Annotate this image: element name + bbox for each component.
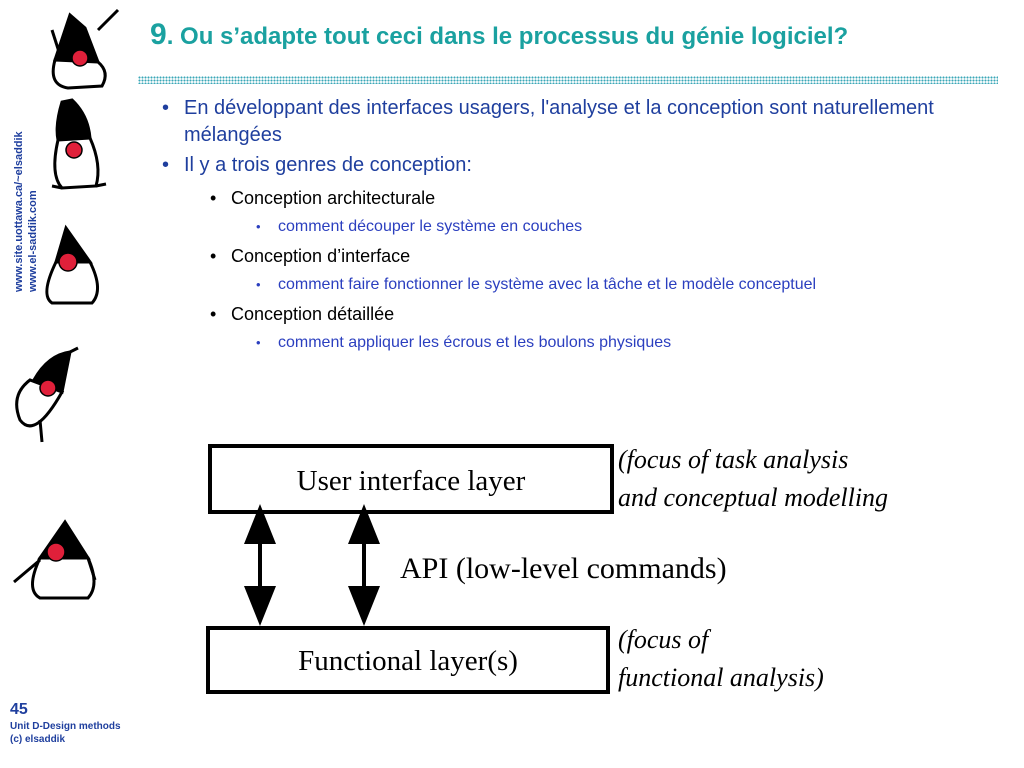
title-divider <box>138 76 998 84</box>
side-url-elsaddik: www.el-saddik.com <box>27 190 39 293</box>
side-url-block: www.site.uottawa.ca/~elsaddik www.el-sad… <box>8 80 52 300</box>
mascot-2-icon <box>51 98 107 190</box>
page-number: 45 <box>10 701 28 718</box>
top-note-line-2: and conceptual modelling <box>618 483 888 512</box>
functional-layer-label: Functional layer(s) <box>298 645 518 677</box>
footer-unit: Unit D-Design methods <box>10 721 121 732</box>
functional-layer-box <box>206 626 610 694</box>
slide-title: 9. Ou s’adapte tout ceci dans le process… <box>150 18 1010 58</box>
slide-footer: 45 Unit D-Design methods (c) elsaddik <box>10 700 150 746</box>
bullet-architectural-detail: comment découper le système en couches <box>158 217 1003 237</box>
mascot-figures <box>13 8 120 600</box>
right-double-arrow-icon <box>348 504 380 626</box>
bullet-interface-detail: comment faire fonctionner le système ave… <box>158 275 1003 295</box>
bullet-list: En développant des interfaces usagers, l… <box>158 95 1003 353</box>
user-interface-layer-box <box>208 444 614 514</box>
api-label: API (low-level commands) <box>400 552 727 585</box>
bullet-interfaces: En développant des interfaces usagers, l… <box>158 95 1003 149</box>
bullet-architectural: Conception architecturale <box>158 187 1003 209</box>
side-url-uottawa: www.site.uottawa.ca/~elsaddik <box>13 130 25 293</box>
bottom-note-line-1: (focus of <box>618 625 712 654</box>
user-interface-layer-label: User interface layer <box>297 465 526 497</box>
left-double-arrow-icon <box>244 504 276 626</box>
bottom-note-line-2: functional analysis) <box>618 663 824 692</box>
mascot-4-icon <box>15 346 79 443</box>
bullet-design-types: Il y a trois genres de conception: <box>158 152 1003 179</box>
footer-copyright: (c) elsaddik <box>10 734 66 745</box>
top-note-line-1: (focus of task analysis <box>618 445 848 474</box>
slide-title-number: 9 <box>150 18 167 51</box>
bullet-detailed-detail: comment appliquer les écrous et les boul… <box>158 333 1003 353</box>
slide-title-text: . Ou s’adapte tout ceci dans le processu… <box>166 23 849 50</box>
mascot-1-icon <box>50 8 120 90</box>
mascot-5-icon <box>13 519 97 600</box>
bullet-detailed: Conception détaillée <box>158 303 1003 325</box>
mascot-3-icon <box>45 224 99 305</box>
layer-diagram: User interface layer (focus of task anal… <box>206 444 888 694</box>
bullet-interface: Conception d’interface <box>158 245 1003 267</box>
